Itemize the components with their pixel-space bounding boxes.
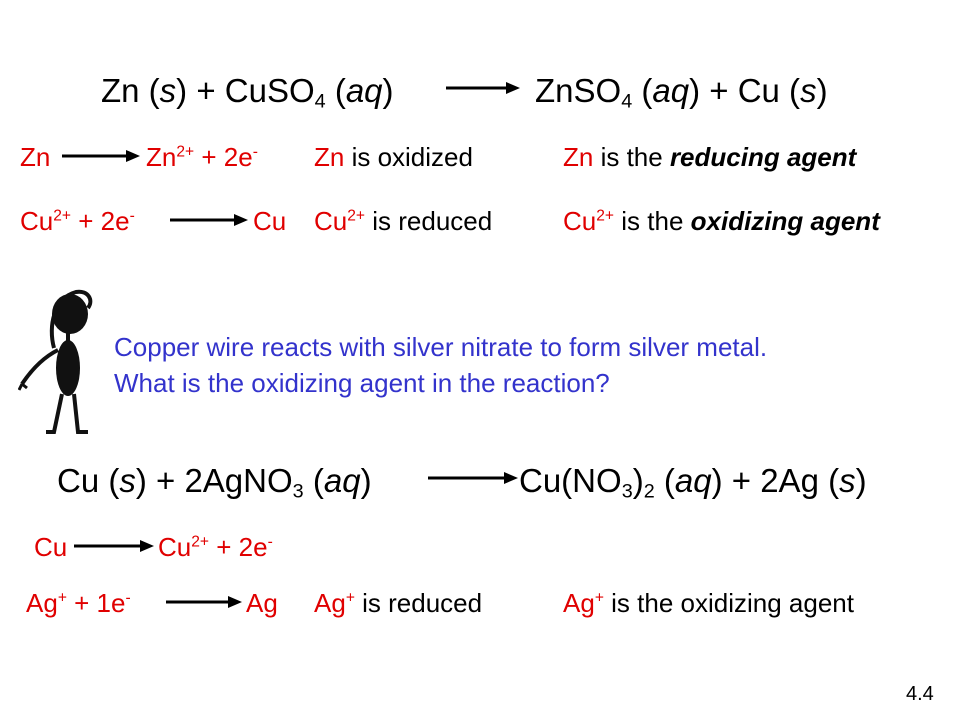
half-reaction-3-lhs: Cu: [34, 532, 68, 562]
question-line-2: What is the oxidizing agent in the react…: [114, 368, 610, 398]
reaction-arrow-icon: [166, 596, 242, 608]
half-reaction-4-lhs: Ag+ + 1e-: [26, 588, 131, 618]
half-reaction-2-agent: Cu2+ is the oxidizing agent: [563, 206, 880, 236]
equation-1-right: ZnSO4 (aq) + Cu (s): [535, 72, 828, 113]
reaction-arrow-icon: [446, 82, 520, 94]
half-reaction-1-agent: Zn is the reducing agent: [563, 142, 857, 172]
reaction-arrow-icon: [62, 150, 140, 162]
half-reaction-2-rhs: Cu: [253, 206, 287, 236]
half-reaction-1-rhs: Zn2+ + 2e-: [146, 142, 258, 172]
thinking-figure-icon: [18, 289, 93, 434]
half-reaction-4-status: Ag+ is reduced: [314, 588, 483, 618]
half-reaction-2-status: Cu2+ is reduced: [314, 206, 493, 236]
equation-2-left: Cu (s) + 2AgNO3 (aq): [57, 462, 372, 503]
half-reaction-4-rhs: Ag: [246, 588, 278, 618]
reaction-arrow-icon: [74, 540, 154, 552]
equation-2-right: Cu(NO3)2 (aq) + 2Ag (s): [519, 462, 867, 503]
reaction-arrow-icon: [428, 472, 518, 484]
question-line-1: Copper wire reacts with silver nitrate t…: [114, 332, 768, 362]
half-reaction-1-lhs: Zn: [20, 142, 51, 172]
equation-1-left: Zn (s) + CuSO4 (aq): [101, 72, 394, 113]
half-reaction-4-agent: Ag+ is the oxidizing agent: [563, 588, 854, 618]
half-reaction-2-lhs: Cu2+ + 2e-: [20, 206, 135, 236]
slide-number: 4.4: [906, 683, 934, 705]
reaction-arrow-icon: [170, 214, 248, 226]
half-reaction-3-rhs: Cu2+ + 2e-: [158, 532, 273, 562]
half-reaction-1-status: Zn is oxidized: [314, 142, 473, 172]
